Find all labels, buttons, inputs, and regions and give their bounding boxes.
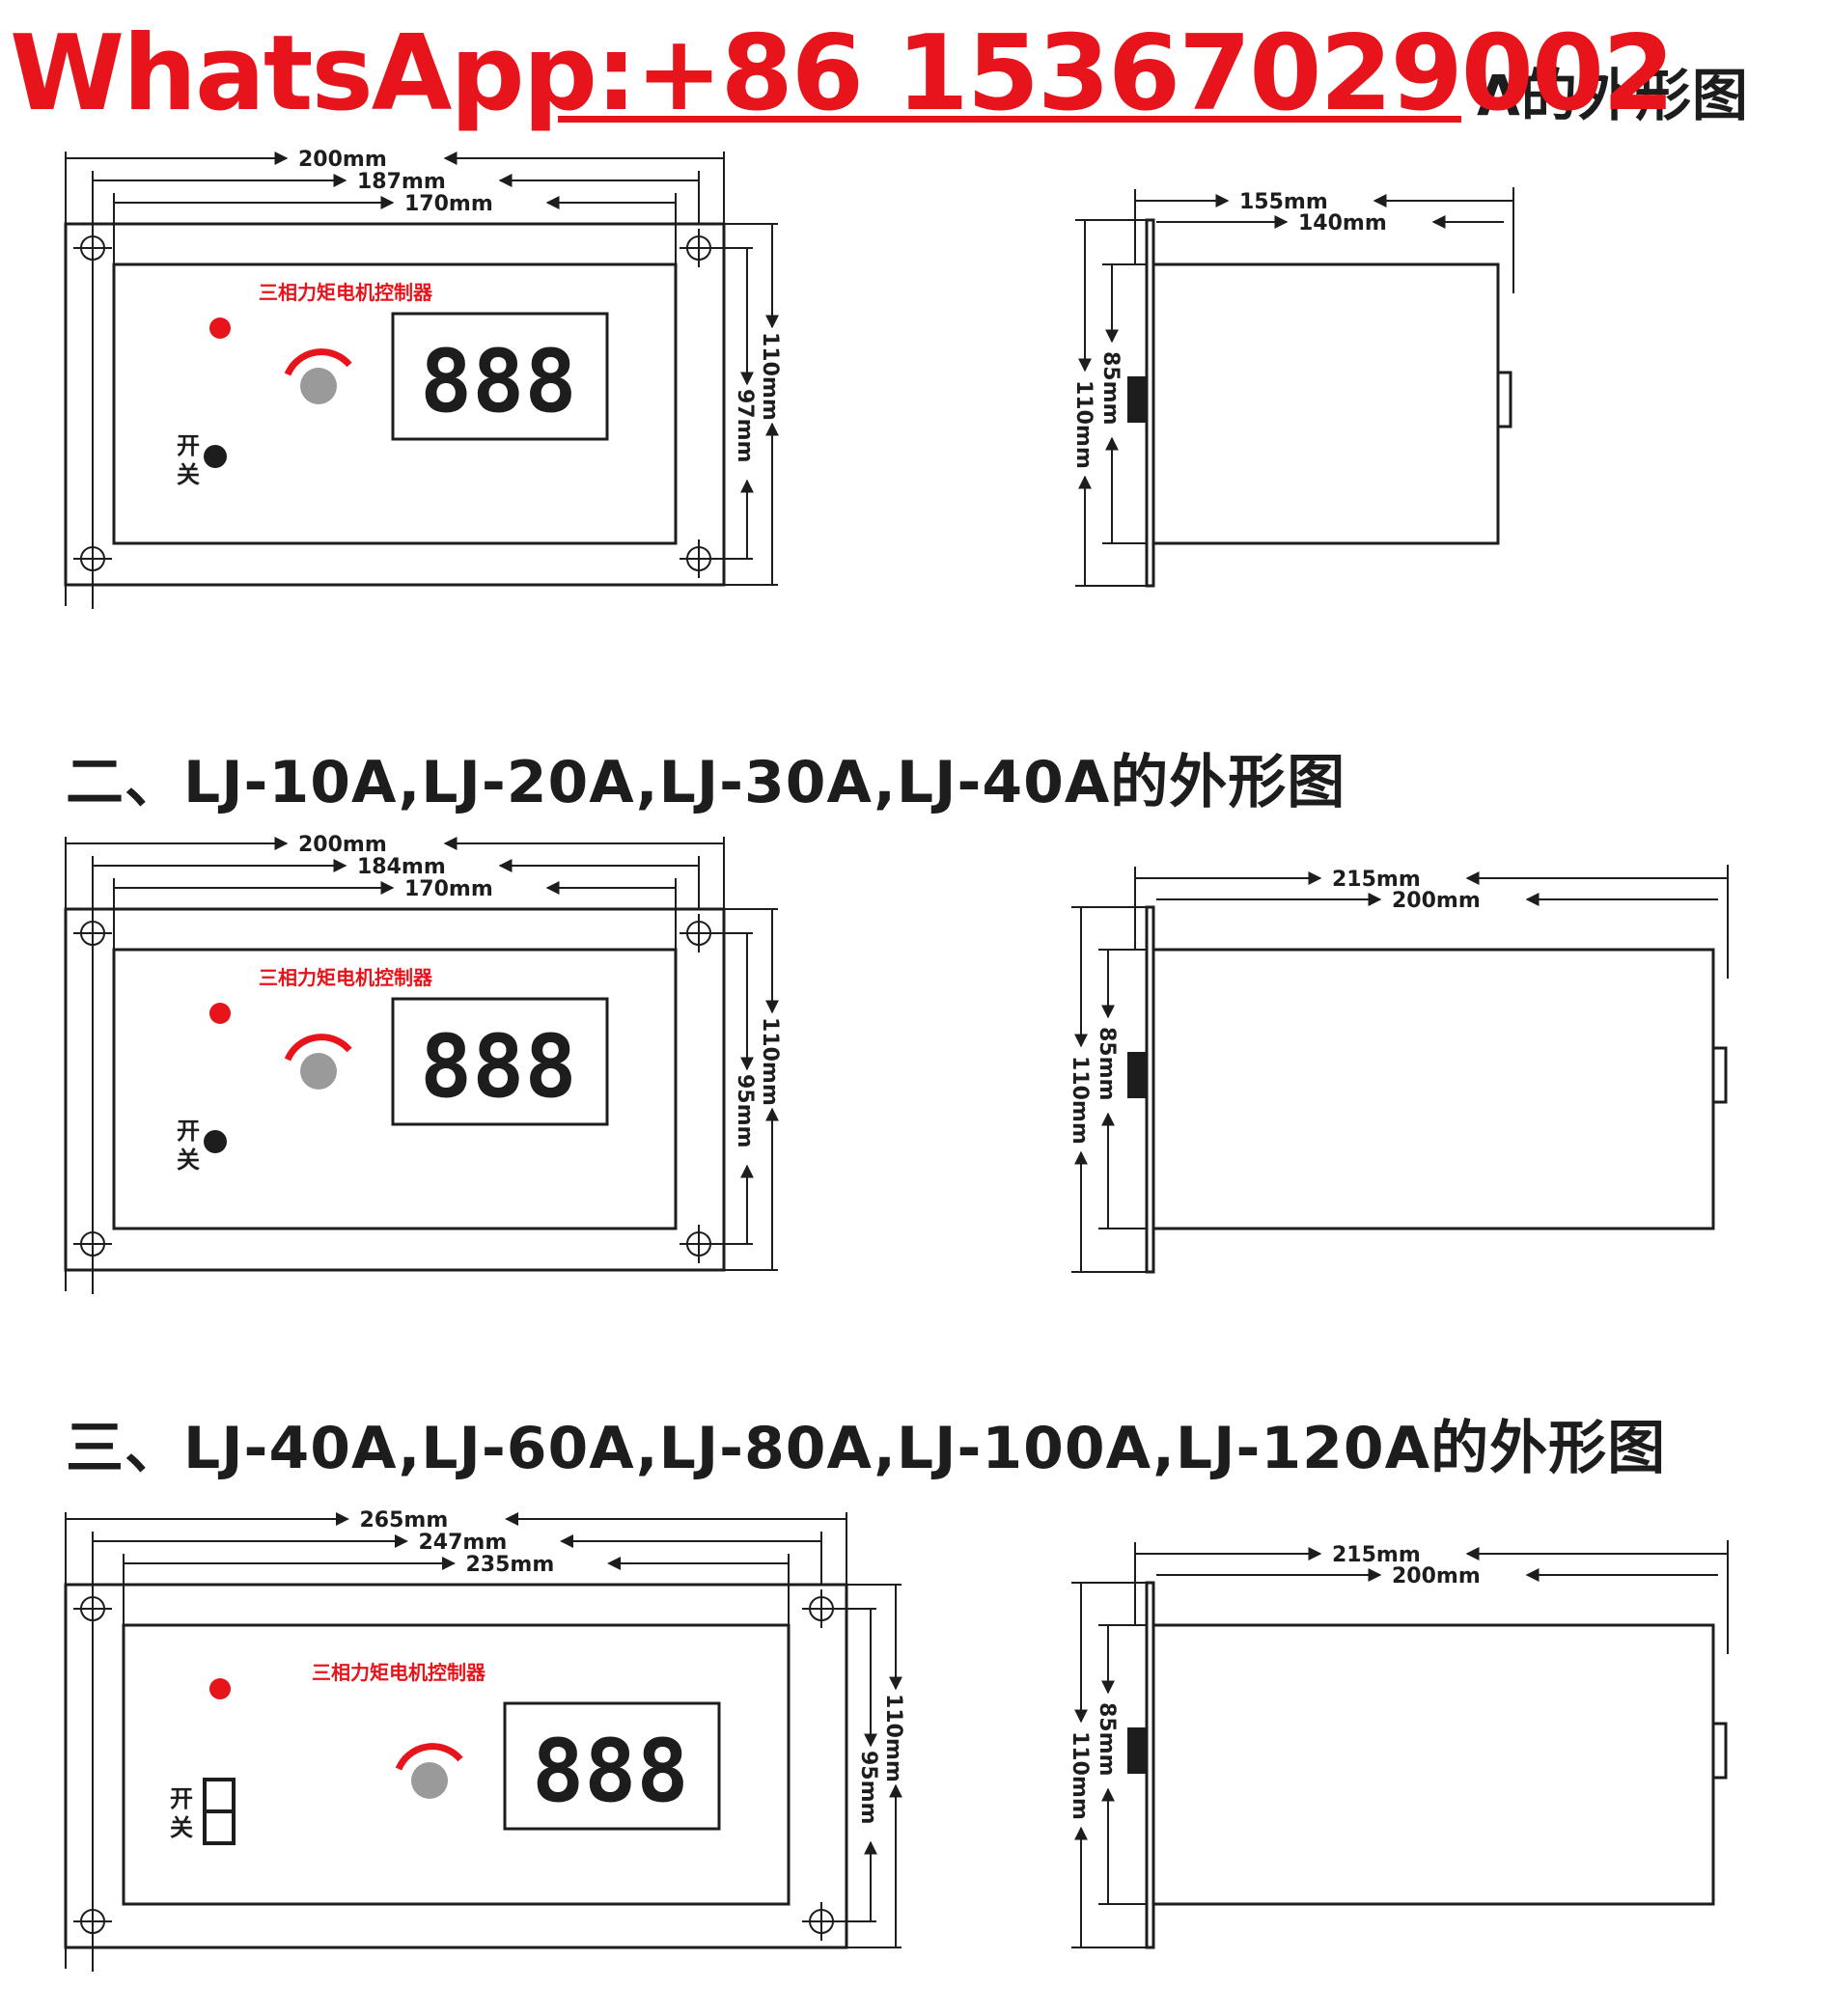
side-knob-stub xyxy=(1127,376,1147,423)
section-1-heading: A的外形图 xyxy=(1477,63,1749,128)
mounting-plate xyxy=(64,1583,848,1949)
depth-dimension-label: 155mm xyxy=(1239,190,1328,214)
section-2-heading: 二、LJ-10A,LJ-20A,LJ-30A,LJ-40A的外形图 xyxy=(66,749,1346,816)
led-display xyxy=(391,312,609,441)
height-dimension-label: 95mm xyxy=(856,1751,880,1824)
height-dimension-label: 110mm xyxy=(1068,1731,1092,1820)
power-led-icon xyxy=(209,318,231,339)
side-terminal xyxy=(1496,371,1512,428)
width-dimension-label: 200mm xyxy=(298,833,387,857)
section-3-heading: 三、LJ-40A,LJ-60A,LJ-80A,LJ-100A,LJ-120A的外… xyxy=(66,1415,1667,1482)
height-dimension-label: 110mm xyxy=(1071,380,1096,469)
whatsapp-watermark: WhatsApp:+86 15367029002 xyxy=(10,14,1675,134)
mounting-plate xyxy=(64,907,726,1272)
depth-dimension-label: 215mm xyxy=(1332,868,1421,892)
width-dimension-label: 235mm xyxy=(466,1553,555,1577)
display-digits: 888 xyxy=(532,1721,689,1822)
width-dimension-label: 265mm xyxy=(360,1508,449,1533)
side-body xyxy=(1151,1623,1715,1906)
led-display xyxy=(391,997,609,1126)
side-knob-stub xyxy=(1127,1052,1147,1098)
adjust-knob-icon xyxy=(300,1053,337,1090)
led-display xyxy=(503,1701,721,1831)
power-led-icon xyxy=(209,1678,231,1699)
display-digits: 888 xyxy=(420,1016,577,1118)
width-dimension-label: 187mm xyxy=(357,170,446,194)
power-led-icon xyxy=(209,1003,231,1024)
front-panel xyxy=(112,262,678,545)
side-terminal xyxy=(1711,1046,1728,1104)
knob-scale-arc xyxy=(395,1743,463,1771)
panel-label: 三相力矩电机控制器 xyxy=(312,1661,486,1684)
height-dimension-label: 97mm xyxy=(733,389,757,462)
panel-label: 三相力矩电机控制器 xyxy=(259,281,433,304)
knob-scale-arc xyxy=(284,1034,352,1062)
switch-label: 开关 xyxy=(170,1785,193,1841)
height-dimension-label: 110mm xyxy=(758,332,782,421)
depth-dimension-label: 215mm xyxy=(1332,1543,1421,1567)
width-dimension-label: 170mm xyxy=(404,192,493,216)
height-dimension-label: 110mm xyxy=(881,1694,905,1782)
width-dimension-label: 247mm xyxy=(419,1531,508,1555)
knob-scale-arc xyxy=(284,348,352,376)
side-body xyxy=(1151,262,1500,545)
front-panel xyxy=(122,1623,791,1906)
height-dimension-label: 85mm xyxy=(1095,1702,1119,1776)
panel-label: 三相力矩电机控制器 xyxy=(259,966,433,989)
adjust-knob-icon xyxy=(300,368,337,404)
switch-button-icon xyxy=(204,445,227,468)
height-dimension-label: 85mm xyxy=(1095,1027,1119,1100)
width-dimension-label: 170mm xyxy=(404,877,493,901)
height-dimension-label: 110mm xyxy=(758,1017,782,1106)
side-knob-stub xyxy=(1127,1727,1147,1774)
watermark-underline xyxy=(558,116,1461,123)
switch-label: 开关 xyxy=(177,432,200,488)
switch-label: 开关 xyxy=(177,1118,200,1174)
depth-dimension-label: 140mm xyxy=(1298,211,1387,235)
side-body xyxy=(1151,948,1715,1230)
adjust-knob-icon xyxy=(411,1762,448,1799)
display-digits: 888 xyxy=(420,331,577,432)
width-dimension-label: 200mm xyxy=(298,148,387,172)
mounting-plate xyxy=(64,222,726,587)
switch-button-icon xyxy=(204,1130,227,1153)
height-dimension-label: 85mm xyxy=(1098,351,1123,425)
width-dimension-label: 184mm xyxy=(357,855,446,879)
height-dimension-label: 110mm xyxy=(1068,1056,1092,1145)
front-panel xyxy=(112,948,678,1230)
side-terminal xyxy=(1711,1722,1728,1780)
depth-dimension-label: 200mm xyxy=(1392,889,1481,913)
depth-dimension-label: 200mm xyxy=(1392,1564,1481,1588)
height-dimension-label: 95mm xyxy=(733,1074,757,1147)
